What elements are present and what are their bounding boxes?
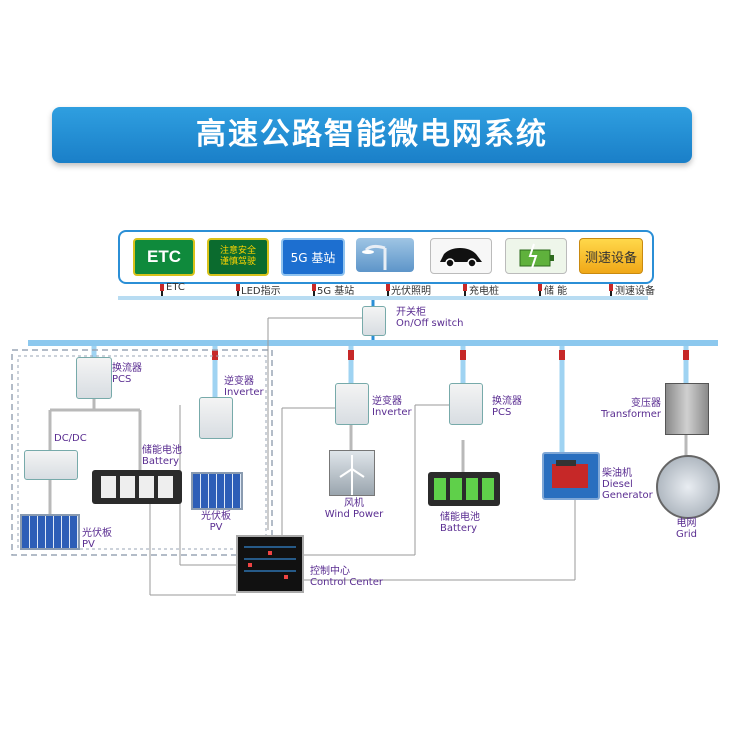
- wind-cn: 风机: [344, 498, 364, 509]
- transformer-icon: [665, 383, 709, 435]
- diesel-label: 柴油机 Diesel Generator: [602, 468, 653, 501]
- grid-label: 电网 Grid: [676, 518, 697, 540]
- grid-tower-icon: [656, 455, 720, 519]
- page-title: 高速公路智能微电网系统: [196, 117, 548, 152]
- left-battery-icon: [92, 470, 182, 504]
- load-label-lighting: 光伏照明: [391, 286, 431, 297]
- transformer-label: 变压器 Transformer: [601, 398, 661, 420]
- storage-battery-icon: [428, 472, 500, 506]
- load-label-storage: 储 能: [544, 286, 568, 297]
- base-station-icon: 5G 基站: [281, 238, 345, 276]
- control-center-monitor-icon: [236, 535, 304, 593]
- left-pcs-cn: 换流器: [112, 363, 142, 374]
- diesel-cn: 柴油机: [602, 468, 632, 479]
- etc-sign-icon: ETC: [133, 238, 195, 276]
- storage-pcs-icon: [449, 383, 483, 425]
- load-label-charger: 充电桩: [469, 286, 499, 297]
- left-pv-label: 光伏板 PV: [82, 528, 112, 550]
- load-label-speed: 测速设备: [615, 286, 655, 297]
- diesel-generator-icon: [542, 452, 600, 500]
- wind-inverter-label: 逆变器 Inverter: [372, 396, 412, 418]
- pv-en: PV: [209, 522, 223, 533]
- switch-label-cn: 开关柜: [396, 307, 426, 318]
- storage-pcs-en: PCS: [492, 407, 512, 418]
- left-pcs-en: PCS: [112, 374, 132, 385]
- grid-cn: 电网: [676, 518, 697, 529]
- pv-inverter-icon: [199, 397, 233, 439]
- control-en: Control Center: [310, 577, 383, 588]
- speed-device-icon: 测速设备: [579, 238, 643, 274]
- left-pcs-label: 换流器 PCS: [112, 363, 142, 385]
- left-battery-cn: 储能电池: [142, 445, 182, 456]
- storage-pcs-cn: 换流器: [492, 396, 522, 407]
- pv-cn: 光伏板: [201, 511, 231, 522]
- battery-charge-icon: [505, 238, 567, 274]
- title-banner: 高速公路智能微电网系统: [52, 107, 692, 163]
- pv-label: 光伏板 PV: [201, 511, 231, 533]
- load-rail: [118, 296, 648, 300]
- led-tile-line1: 注意安全: [219, 246, 256, 256]
- load-breakers: [160, 283, 613, 291]
- storage-battery-cn: 储能电池: [440, 512, 480, 523]
- left-battery-en: Battery: [142, 456, 180, 467]
- transformer-en: Transformer: [601, 409, 662, 420]
- storage-battery-en: Battery: [440, 523, 478, 534]
- speed-tile-text: 测速设备: [584, 250, 637, 266]
- wind-inverter-en: Inverter: [372, 407, 412, 418]
- diesel-en2: Generator: [602, 490, 653, 501]
- base-station-tile-text: 5G 基站: [290, 250, 336, 265]
- wind-en: Wind Power: [324, 509, 384, 520]
- diesel-en1: Diesel: [602, 479, 633, 490]
- transformer-cn: 变压器: [631, 398, 662, 409]
- street-light-icon: [356, 238, 414, 272]
- switch-cabinet-icon: [362, 306, 386, 336]
- wind-inverter-icon: [335, 383, 369, 425]
- left-pv-panel-icon: [20, 514, 80, 550]
- left-pcs-icon: [76, 357, 112, 399]
- wind-inverter-cn: 逆变器: [372, 396, 402, 407]
- storage-battery-label: 储能电池 Battery: [440, 512, 480, 534]
- pv-inverter-cn: 逆变器: [224, 376, 254, 387]
- pv-inverter-en: Inverter: [224, 387, 264, 398]
- led-tile-line2: 谨慎驾驶: [219, 257, 256, 267]
- load-label-etc: ETC: [166, 282, 185, 293]
- pv-panel-icon: [191, 472, 243, 510]
- load-label-5g: 5G 基站: [317, 286, 355, 297]
- left-pv-en: PV: [82, 539, 95, 550]
- pv-inverter-label: 逆变器 Inverter: [224, 376, 264, 398]
- control-center-label: 控制中心 Control Center: [310, 566, 383, 588]
- left-pv-cn: 光伏板: [82, 528, 112, 539]
- wind-turbine-icon: [329, 450, 375, 496]
- storage-pcs-label: 换流器 PCS: [492, 396, 522, 418]
- switch-label-en: On/Off switch: [396, 318, 464, 329]
- grid-en: Grid: [676, 529, 697, 540]
- load-label-led: LED指示: [241, 286, 281, 297]
- led-sign-icon: 注意安全 谨慎驾驶: [207, 238, 269, 276]
- wind-label: 风机 Wind Power: [322, 498, 386, 520]
- left-battery-label: 储能电池 Battery: [142, 445, 182, 467]
- switch-label: 开关柜 On/Off switch: [396, 307, 463, 329]
- main-bus: [28, 340, 718, 346]
- control-cn: 控制中心: [310, 566, 350, 577]
- dcdc-converter-icon: [24, 450, 78, 480]
- etc-tile-text: ETC: [147, 247, 181, 266]
- dcdc-label: DC/DC: [54, 433, 87, 444]
- electric-car-icon: [430, 238, 492, 274]
